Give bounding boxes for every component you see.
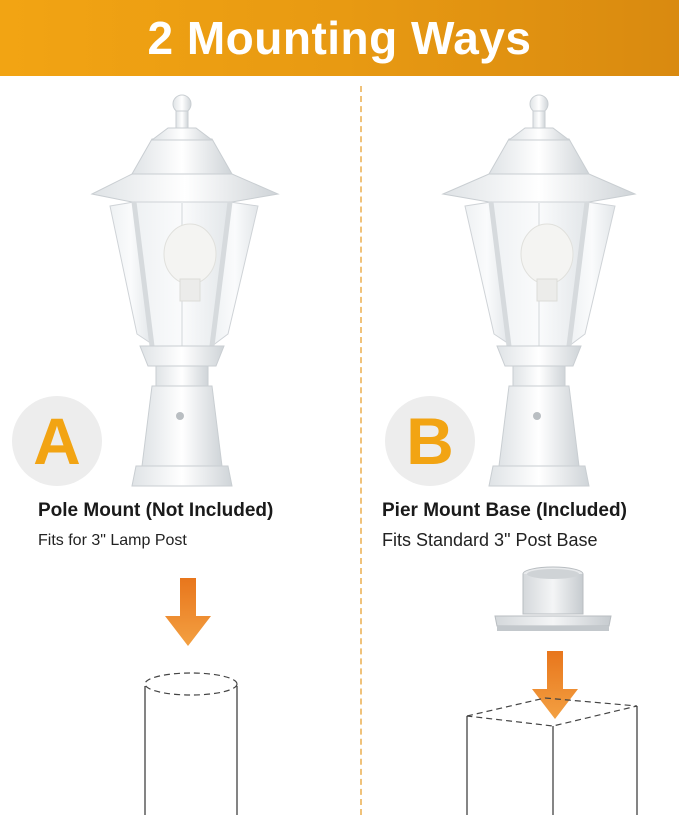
option-a-panel: A Pole Mount (Not Included) Fits for 3" … (0, 76, 340, 815)
option-b-letter: B (406, 404, 454, 478)
lamp-image (90, 94, 280, 487)
arrow-down-icon (532, 651, 578, 719)
square-post (466, 697, 638, 815)
lamp-image (441, 94, 637, 487)
option-b-subtitle: Fits Standard 3" Post Base (382, 530, 598, 550)
dashed-divider (360, 86, 362, 815)
option-b-badge: B (385, 396, 475, 486)
option-a-letter: A (33, 404, 81, 478)
arrow-down-icon (165, 578, 211, 646)
option-b-panel: B Pier Mount Base (Included) Fits Standa… (355, 76, 679, 815)
option-b-title: Pier Mount Base (Included) (382, 500, 627, 521)
page-title: 2 Mounting Ways (147, 12, 532, 64)
pier-mount-base (494, 566, 612, 631)
lamp-post-pole (144, 672, 238, 815)
option-a-badge: A (12, 396, 102, 486)
header-banner: 2 Mounting Ways (0, 0, 679, 76)
option-a-title: Pole Mount (Not Included) (38, 500, 274, 521)
option-a-subtitle: Fits for 3" Lamp Post (38, 532, 187, 549)
